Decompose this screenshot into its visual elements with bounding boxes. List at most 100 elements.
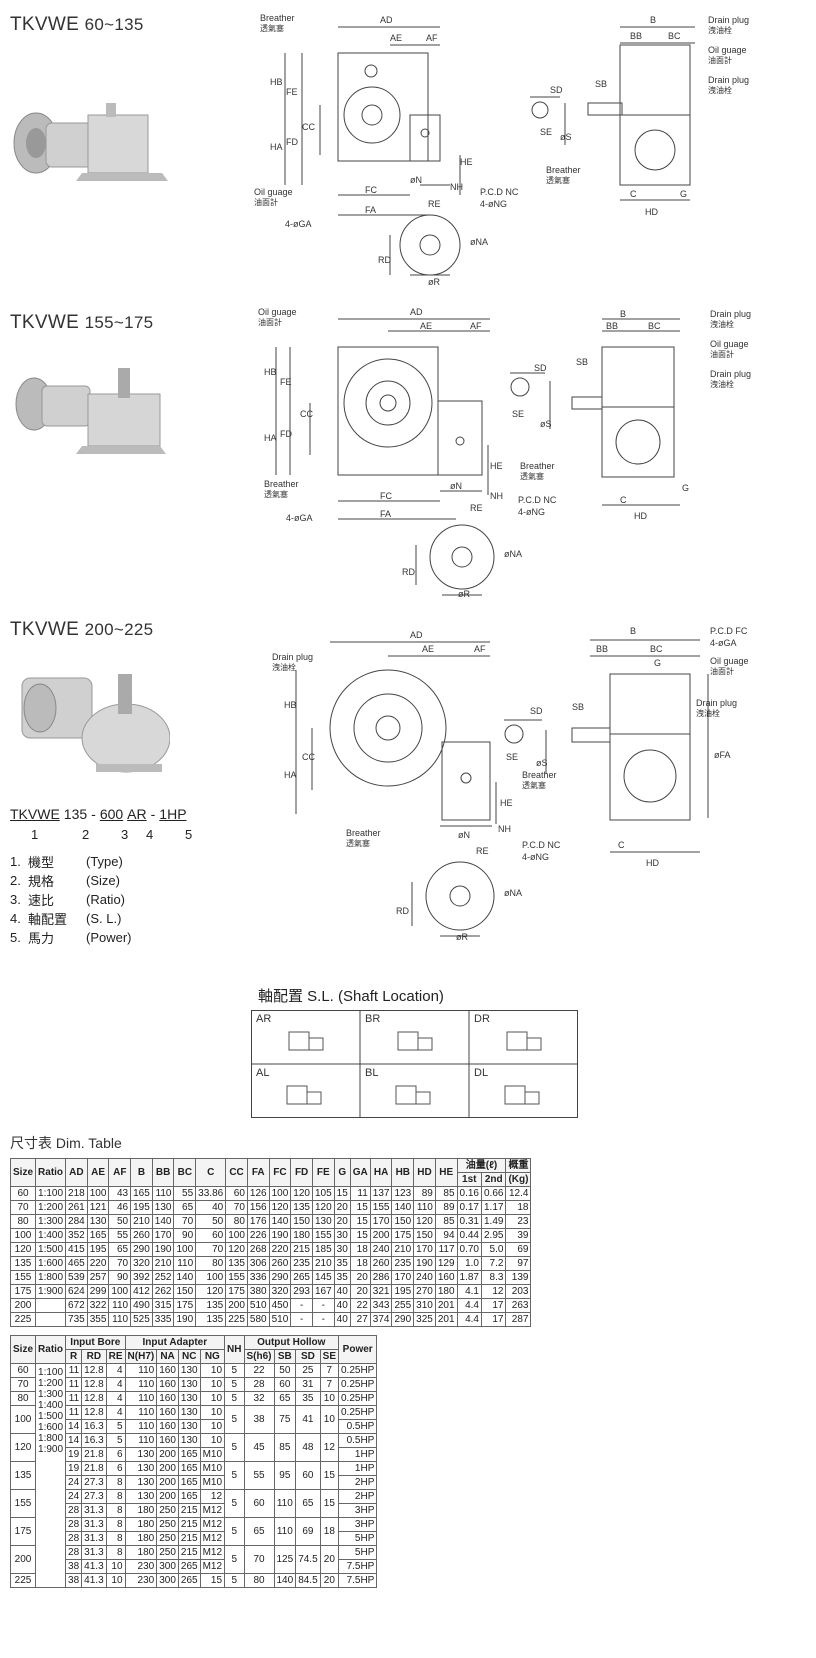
table-cell: 200 bbox=[156, 1461, 179, 1476]
table-cell: 41.3 bbox=[81, 1573, 107, 1588]
table-cell: 20 bbox=[349, 1270, 371, 1285]
table-cell: 8 bbox=[105, 1489, 126, 1504]
table-cell: 60 bbox=[295, 1461, 321, 1490]
column-header: Power bbox=[337, 1335, 378, 1364]
column-header: HD bbox=[413, 1158, 436, 1187]
table-cell: 32 bbox=[243, 1391, 275, 1406]
table-cell: 624 bbox=[65, 1284, 88, 1299]
table-cell: 130 bbox=[177, 1377, 201, 1392]
label-drain-plug-2: Drain plug bbox=[696, 698, 737, 708]
column-header: AE bbox=[86, 1158, 110, 1187]
table-cell: 33.86 bbox=[195, 1186, 227, 1201]
table-cell: 40 bbox=[333, 1298, 351, 1313]
table-cell: 100 bbox=[173, 1242, 197, 1257]
section-model: TKVWE bbox=[10, 14, 80, 35]
table-cell: 130 bbox=[311, 1214, 335, 1229]
table-cell: 18 bbox=[349, 1256, 371, 1271]
table-cell: 190 bbox=[173, 1312, 197, 1327]
table-cell: 95 bbox=[273, 1461, 297, 1490]
table-cell: 110 bbox=[273, 1489, 297, 1518]
table-cell: - bbox=[311, 1312, 335, 1327]
table-cell: 201 bbox=[434, 1298, 458, 1313]
ratio-value: 1:100 bbox=[38, 1367, 64, 1378]
dim-na: øNA bbox=[470, 237, 488, 247]
label-drain-plug: Drain plug bbox=[708, 15, 749, 25]
table-cell: 70 bbox=[243, 1545, 275, 1574]
table-cell: 290 bbox=[130, 1242, 153, 1257]
dim-or: øR bbox=[428, 277, 440, 287]
table-cell: 110 bbox=[124, 1433, 158, 1448]
dim-on: øN bbox=[458, 830, 470, 840]
model-code-ratio: 600 bbox=[99, 806, 124, 822]
table-cell: 35 bbox=[333, 1270, 351, 1285]
dim-on: øN bbox=[410, 175, 422, 185]
table-cell: 203 bbox=[505, 1284, 532, 1299]
dim-fe: FE bbox=[280, 377, 292, 387]
table-cell: 195 bbox=[86, 1242, 110, 1257]
table-cell: 130 bbox=[124, 1475, 158, 1490]
table-cell: 2.95 bbox=[480, 1228, 507, 1243]
table-cell: 69 bbox=[295, 1517, 321, 1546]
table-cell: 145 bbox=[311, 1270, 335, 1285]
table-cell: 11 bbox=[65, 1377, 83, 1392]
table-cell: 140 bbox=[268, 1214, 292, 1229]
legend-en: (Power) bbox=[86, 930, 132, 945]
sl-al: AL bbox=[256, 1067, 269, 1079]
table-cell: 160 bbox=[156, 1433, 179, 1448]
table-cell: 4 bbox=[105, 1363, 126, 1378]
table-cell: 156 bbox=[246, 1200, 270, 1215]
table-cell: 200 bbox=[156, 1475, 179, 1490]
label-breather: Breather bbox=[260, 13, 295, 23]
table-cell: 89 bbox=[413, 1186, 436, 1201]
table-cell: 70 bbox=[108, 1256, 132, 1271]
legend-zh: 軸配置 bbox=[28, 912, 68, 927]
dim-ga: 4-øGA bbox=[710, 638, 737, 648]
table-cell: 135 bbox=[195, 1298, 227, 1313]
dim-fa: FA bbox=[365, 205, 376, 215]
table-cell: 150 bbox=[173, 1284, 197, 1299]
table-cell: 235 bbox=[391, 1256, 415, 1271]
dim-table-caption: 尺寸表 Dim. Table bbox=[10, 1135, 122, 1151]
label-breather-2: Breather bbox=[546, 165, 581, 175]
table-cell: 268 bbox=[246, 1242, 270, 1257]
label-drain-plug-2-cn: 洩油栓 bbox=[708, 85, 732, 95]
table-cell: 257 bbox=[86, 1270, 110, 1285]
table-cell: 265 bbox=[177, 1573, 201, 1588]
dim-sd: SD bbox=[530, 706, 543, 716]
dim-cc: CC bbox=[302, 752, 315, 762]
table-cell: 30 bbox=[333, 1228, 351, 1243]
table-cell: 4 bbox=[105, 1377, 126, 1392]
table-cell: 28 bbox=[65, 1545, 83, 1560]
dim-se: SE bbox=[506, 752, 518, 762]
table-cell: 85 bbox=[434, 1214, 458, 1229]
dim-rd: RD bbox=[378, 255, 391, 265]
table-cell: 263 bbox=[505, 1298, 532, 1313]
label-oil-guage-cn: 油面計 bbox=[710, 666, 734, 676]
table-cell: 65 bbox=[173, 1200, 197, 1215]
table-cell: 100 bbox=[225, 1228, 248, 1243]
dim-fe: FE bbox=[286, 87, 298, 97]
power-cell: 1HP bbox=[337, 1447, 378, 1462]
table-cell: 16.3 bbox=[81, 1433, 107, 1448]
label-drain-plug-2-cn: 洩油栓 bbox=[710, 379, 734, 389]
label-breather-2-cn: 透氣塞 bbox=[522, 780, 546, 790]
dim-g: G bbox=[654, 658, 661, 668]
column-header: 1st bbox=[456, 1172, 482, 1187]
table-cell: 310 bbox=[413, 1298, 436, 1313]
table-cell: 130 bbox=[124, 1461, 158, 1476]
table-cell: - bbox=[290, 1298, 313, 1313]
shaft-location-title: 軸配置 S.L. (Shaft Location) bbox=[258, 988, 444, 1005]
table-cell: 250 bbox=[156, 1545, 179, 1560]
table-cell: 235 bbox=[290, 1256, 313, 1271]
column-header: NA bbox=[156, 1349, 179, 1364]
legend-zh: 速比 bbox=[28, 893, 55, 908]
table-cell: 15 bbox=[333, 1186, 351, 1201]
label-drain-plug-cn: 洩油栓 bbox=[708, 25, 732, 35]
